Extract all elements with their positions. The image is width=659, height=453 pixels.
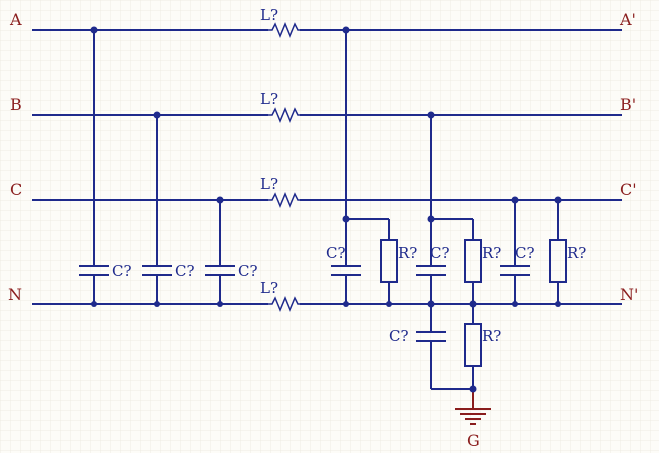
- neutral-ground-res-label: R?: [482, 327, 501, 345]
- inductor-a: [268, 22, 300, 38]
- line-label-n-prime: N': [620, 285, 638, 304]
- rc-pair-c: [500, 200, 567, 304]
- capacitor-b-n: [142, 115, 172, 304]
- neutral-ground-rc: [416, 304, 482, 390]
- capacitor-b-n-label: C?: [175, 262, 195, 280]
- ground-label: G: [467, 431, 480, 450]
- rc-pair-b: [416, 115, 482, 304]
- capacitor-a-n-label: C?: [112, 262, 132, 280]
- rc-pair-a-res-label: R?: [398, 244, 417, 262]
- capacitor-c-n: [205, 200, 235, 304]
- capacitor-a-n: [79, 30, 109, 304]
- junction-nodes: [90, 26, 562, 393]
- rc-pair-c-cap-label: C?: [515, 244, 535, 262]
- line-label-b: B: [10, 95, 22, 114]
- inductor-b-label: L?: [260, 90, 278, 108]
- inductor-n-label: L?: [260, 279, 278, 297]
- rc-pair-b-cap-label: C?: [430, 244, 450, 262]
- rc-pair-a-cap-label: C?: [326, 244, 346, 262]
- inductor-c: [268, 192, 300, 208]
- inductor-c-label: L?: [260, 175, 278, 193]
- line-label-c-prime: C': [620, 180, 637, 199]
- bus-lines: [32, 29, 622, 305]
- line-label-c: C: [10, 180, 22, 199]
- inductor-a-label: L?: [260, 6, 278, 24]
- capacitor-c-n-label: C?: [238, 262, 258, 280]
- neutral-ground-cap-label: C?: [389, 327, 409, 345]
- inductor-b: [268, 107, 300, 123]
- line-label-a-prime: A': [619, 10, 636, 29]
- rc-pair-b-res-label: R?: [482, 244, 501, 262]
- line-label-a: A: [9, 10, 22, 29]
- rc-pair-c-res-label: R?: [567, 244, 586, 262]
- line-label-b-prime: B': [620, 95, 636, 114]
- line-label-n: N: [8, 285, 22, 304]
- rc-pair-a: [331, 30, 398, 304]
- inductor-n: [268, 296, 300, 312]
